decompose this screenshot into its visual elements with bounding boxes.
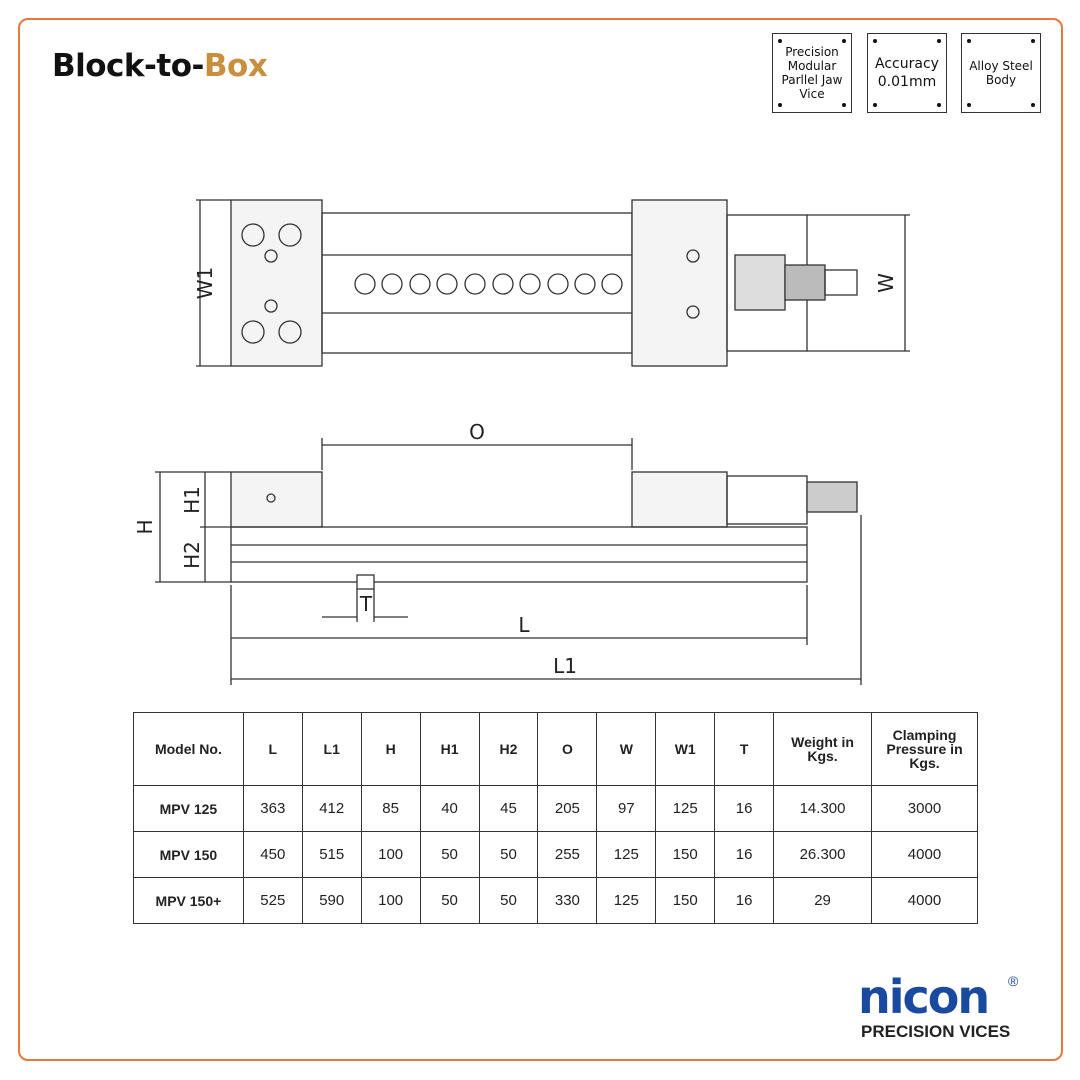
badge-material: Alloy Steel Body xyxy=(961,33,1041,113)
rail-hole xyxy=(381,273,403,295)
badge-product-type: Precision Modular Parllel Jaw Vice xyxy=(772,33,852,113)
value-cell: 100 xyxy=(360,877,421,924)
nicon-tagline: PRECISION VICES xyxy=(861,1022,1011,1041)
dim-label-w1: W1 xyxy=(193,267,217,300)
value-cell: 45 xyxy=(478,785,539,832)
top-view: W1 W xyxy=(193,199,910,367)
column-header: W xyxy=(596,712,657,786)
dim-label-h1: H1 xyxy=(180,486,204,514)
value-cell: 125 xyxy=(596,877,657,924)
rail-hole xyxy=(519,273,541,295)
column-header: T xyxy=(714,712,775,786)
column-header: H1 xyxy=(419,712,480,786)
column-header: Clamping Pressure in Kgs. xyxy=(870,712,979,786)
value-cell: 3000 xyxy=(870,785,979,832)
value-cell: 150 xyxy=(655,877,716,924)
value-cell: 125 xyxy=(596,831,657,878)
value-cell: 205 xyxy=(537,785,598,832)
side-view: O H H1 H2 T L L1 xyxy=(133,420,862,685)
dim-label-h: H xyxy=(133,519,157,534)
dim-label-h2: H2 xyxy=(180,541,204,569)
value-cell: 50 xyxy=(419,831,480,878)
value-cell: 16 xyxy=(714,877,775,924)
value-cell: 330 xyxy=(537,877,598,924)
rail-hole xyxy=(354,273,376,295)
value-cell: 412 xyxy=(301,785,362,832)
rail-hole xyxy=(409,273,431,295)
value-cell: 97 xyxy=(596,785,657,832)
value-cell: 100 xyxy=(360,831,421,878)
value-cell: 26.300 xyxy=(773,831,872,878)
rail-hole xyxy=(464,273,486,295)
value-cell: 14.300 xyxy=(773,785,872,832)
column-header: Model No. xyxy=(133,712,244,786)
value-cell: 255 xyxy=(537,831,598,878)
column-header: Weight in Kgs. xyxy=(773,712,872,786)
column-header: W1 xyxy=(655,712,716,786)
value-cell: 85 xyxy=(360,785,421,832)
value-cell: 16 xyxy=(714,831,775,878)
block-to-box-logo: Block-to-Box xyxy=(52,48,268,84)
technical-drawing: W1 W O H H1 H2 T L L1 xyxy=(133,199,910,685)
rail-hole xyxy=(547,273,569,295)
rail-hole xyxy=(601,273,623,295)
value-cell: 125 xyxy=(655,785,716,832)
dim-label-l: L xyxy=(518,613,530,637)
value-cell: 16 xyxy=(714,785,775,832)
column-header: O xyxy=(537,712,598,786)
value-cell: 4000 xyxy=(870,877,979,924)
nicon-logo: nicon xyxy=(858,970,990,1024)
value-cell: 150 xyxy=(655,831,716,878)
value-cell: 450 xyxy=(242,831,303,878)
dim-label-w: W xyxy=(874,273,898,293)
model-cell: MPV 150+ xyxy=(133,877,244,924)
rail-hole xyxy=(436,273,458,295)
value-cell: 590 xyxy=(301,877,362,924)
value-cell: 50 xyxy=(478,831,539,878)
column-header: L1 xyxy=(301,712,362,786)
value-cell: 50 xyxy=(419,877,480,924)
value-cell: 50 xyxy=(478,877,539,924)
rail-hole xyxy=(574,273,596,295)
rail-hole xyxy=(492,273,514,295)
value-cell: 515 xyxy=(301,831,362,878)
model-cell: MPV 150 xyxy=(133,831,244,878)
column-header: H xyxy=(360,712,421,786)
value-cell: 363 xyxy=(242,785,303,832)
badge-accuracy: Accuracy 0.01mm xyxy=(867,33,947,113)
column-header: H2 xyxy=(478,712,539,786)
value-cell: 525 xyxy=(242,877,303,924)
dim-label-o: O xyxy=(469,420,485,444)
value-cell: 29 xyxy=(773,877,872,924)
value-cell: 4000 xyxy=(870,831,979,878)
value-cell: 40 xyxy=(419,785,480,832)
dim-label-t: T xyxy=(359,592,373,616)
page-frame xyxy=(18,18,1063,1061)
registered-mark: ® xyxy=(1008,973,1019,989)
column-header: L xyxy=(242,712,303,786)
model-cell: MPV 125 xyxy=(133,785,244,832)
dim-label-l1: L1 xyxy=(553,654,577,678)
